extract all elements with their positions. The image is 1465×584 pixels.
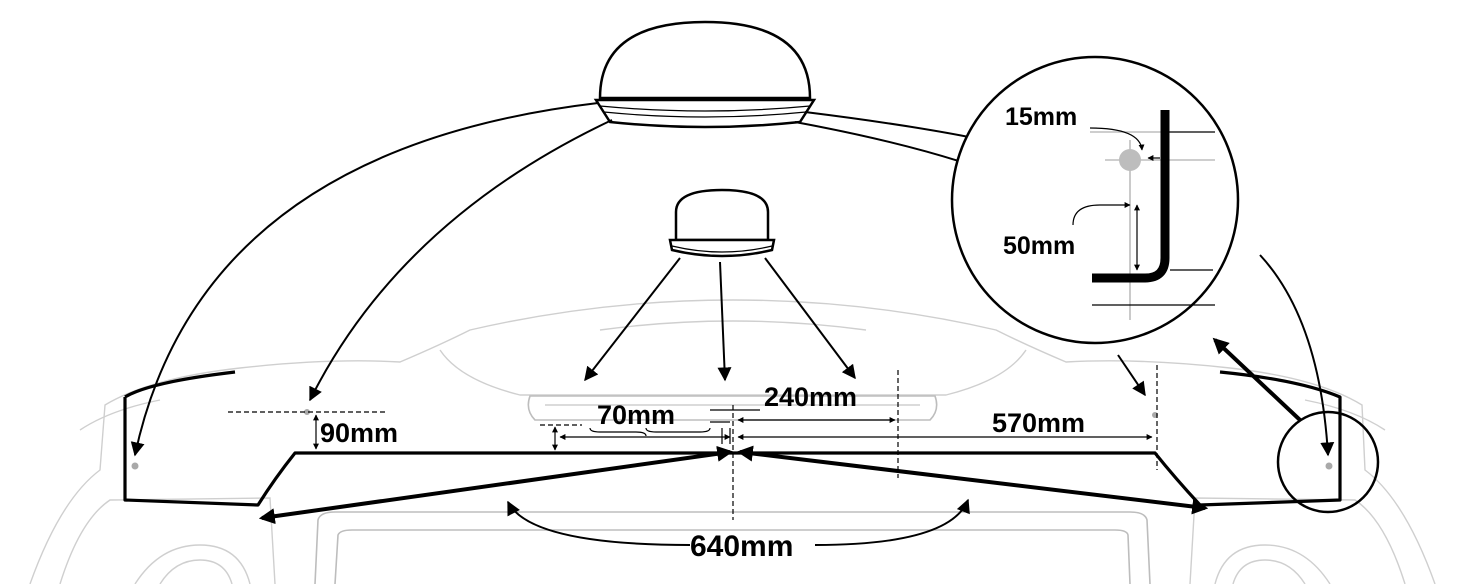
mount-point-dots: [131, 409, 1333, 470]
dim-90mm: 90mm: [228, 411, 398, 450]
label-570mm: 570mm: [992, 408, 1085, 438]
label-640mm: 640mm: [690, 530, 793, 563]
dim-570mm: 570mm: [737, 365, 1158, 470]
dim-240mm: 240mm: [710, 370, 899, 520]
corner-detail-callout: [1212, 337, 1380, 514]
label-70mm: 70mm: [597, 400, 675, 430]
mount-dot-left-inner: [304, 409, 310, 415]
dim-70mm: 70mm: [540, 400, 731, 451]
puck-antenna-arrows: [584, 257, 856, 382]
label-15mm: 15mm: [1005, 103, 1077, 131]
dome-antenna-icon: [593, 20, 817, 129]
label-50mm: 50mm: [1003, 232, 1075, 260]
puck-antenna-icon: [668, 188, 776, 258]
mount-dot-left: [131, 462, 139, 470]
mount-dot-right: [1325, 462, 1333, 470]
label-90mm: 90mm: [320, 418, 398, 448]
label-240mm: 240mm: [764, 382, 857, 412]
dim-640mm: 640mm: [258, 445, 1209, 563]
detail-magnifier-icon: 15mm 50mm: [950, 55, 1240, 345]
